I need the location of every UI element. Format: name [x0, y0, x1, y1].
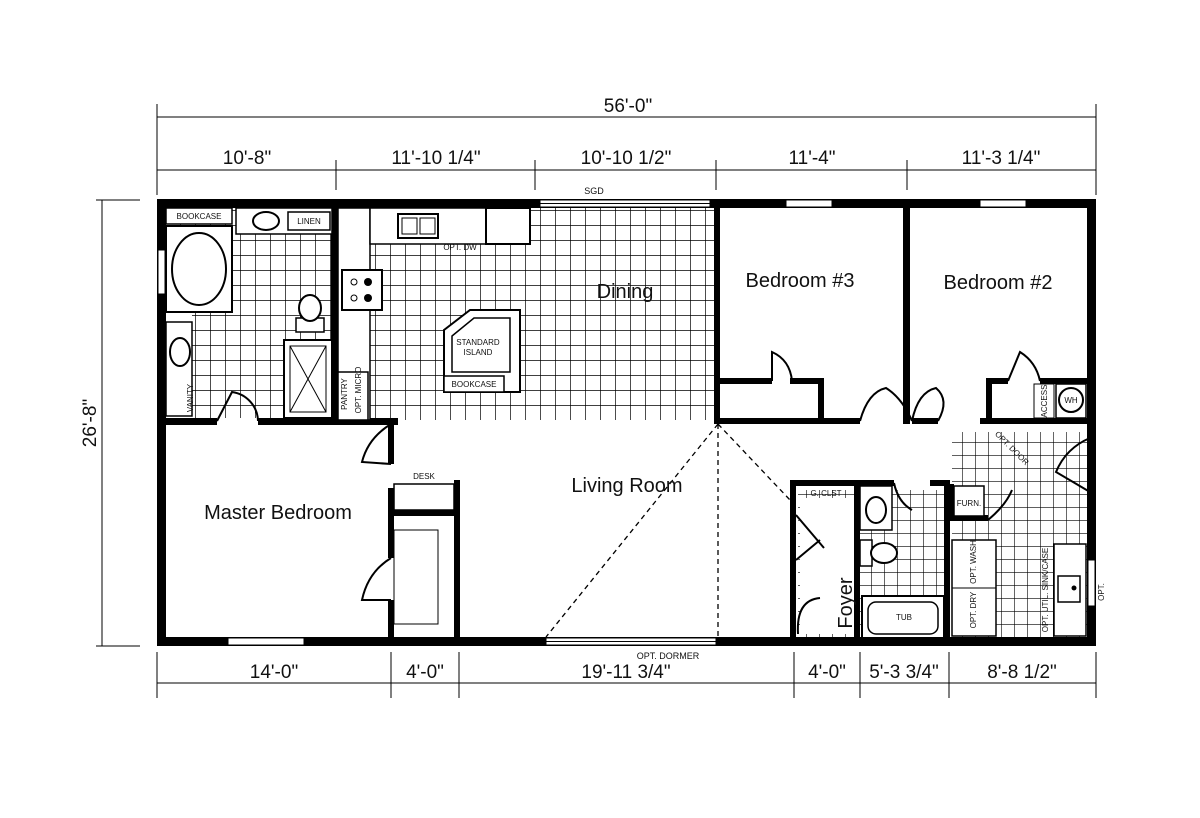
label-g-clst: G. CLST: [810, 489, 841, 498]
room-label-bedroom-2: Bedroom #2: [944, 272, 1053, 294]
label-standard-island-1: STANDARD: [456, 338, 500, 347]
room-label-dining: Dining: [597, 281, 654, 303]
label-standard-island-2: ISLAND: [464, 348, 493, 357]
windows: [157, 199, 1096, 646]
label-pantry: PANTRY: [340, 377, 349, 409]
room-label-living-room: Living Room: [571, 475, 682, 497]
label-opt-dry: OPT. DRY: [969, 591, 978, 628]
room-label-foyer: Foyer: [835, 577, 857, 628]
bottom-dim-2: 4'-0": [406, 662, 444, 683]
label-vanity: VANITY: [186, 383, 195, 412]
top-dim-1: 10'-8": [223, 148, 271, 169]
label-opt-micro: OPT. MICRO: [354, 367, 363, 414]
top-dim-4: 11'-4": [789, 148, 836, 169]
label-wh: WH: [1064, 396, 1078, 405]
label-sgd: SGD: [584, 186, 604, 196]
label-access: ACCESS: [1040, 385, 1049, 418]
label-opt-util-sink: OPT. UTIL. SINK/CASE: [1041, 548, 1050, 632]
room-label-master-bedroom: Master Bedroom: [204, 502, 352, 524]
top-dim-3: 10'-10 1/2": [581, 148, 672, 169]
label-opt-wash: OPT. WASH: [969, 540, 978, 584]
overall-width-dim: 56'-0": [604, 96, 652, 117]
room-label-bedroom-3: Bedroom #3: [746, 270, 855, 292]
ceiling-lines: [545, 423, 791, 638]
label-opt: OPT.: [1097, 583, 1106, 601]
fixtures: [165, 207, 1087, 639]
overall-depth-dim: 26'-8": [80, 399, 101, 447]
label-bookcase-island: BOOKCASE: [452, 380, 497, 389]
top-dim-5: 11'-3 1/4": [962, 148, 1041, 169]
doors: [216, 350, 1091, 635]
bottom-dim-3: 19'-11 3/4": [581, 662, 670, 683]
label-linen: LINEN: [297, 217, 321, 226]
bottom-dim-6: 8'-8 1/2": [987, 662, 1057, 683]
top-dim-2: 11'-10 1/4": [391, 148, 480, 169]
label-opt-dw: OPT. DW: [443, 243, 477, 252]
label-desk: DESK: [413, 472, 435, 481]
dimension-lines: [96, 104, 1097, 698]
label-tub: TUB: [896, 613, 912, 622]
bottom-dim-1: 14'-0": [250, 662, 298, 683]
label-bookcase-top: BOOKCASE: [177, 212, 222, 221]
label-furn: FURN.: [957, 499, 981, 508]
bottom-dim-5: 5'-3 3/4": [869, 662, 939, 683]
bottom-dim-4: 4'-0": [808, 662, 846, 683]
label-opt-dormer: OPT. DORMER: [637, 651, 700, 661]
